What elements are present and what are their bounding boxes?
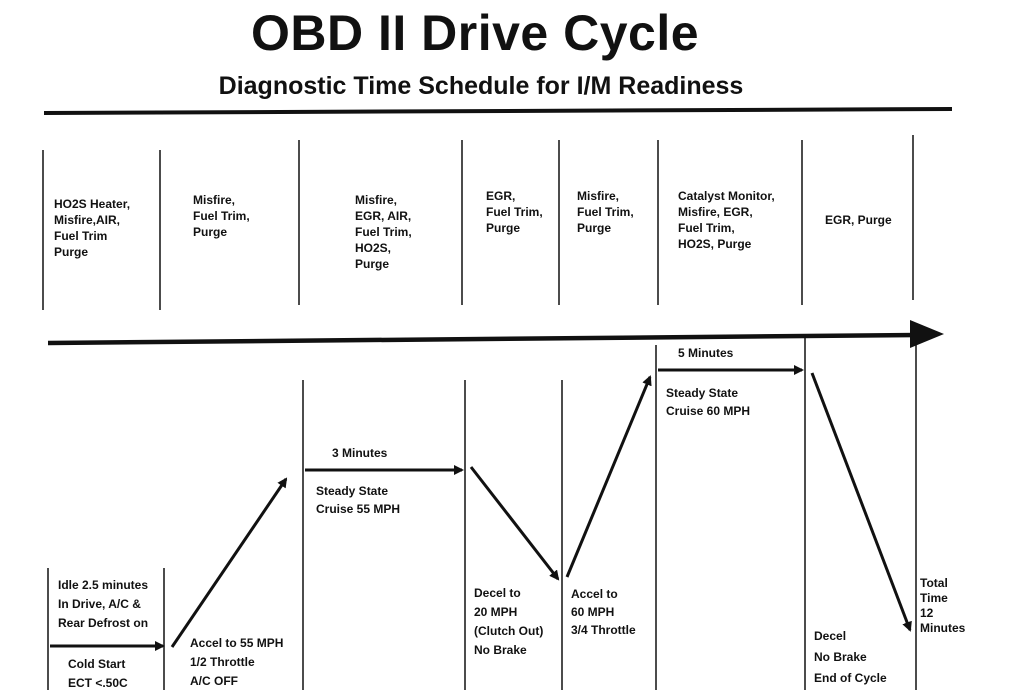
monitor-label: Misfire, Fuel Trim, Purge — [193, 193, 250, 239]
decel-20-label: Decel to 20 MPH (Clutch Out) No Brake — [474, 586, 544, 657]
monitor-label: Catalyst Monitor, Misfire, EGR, Fuel Tri… — [678, 189, 775, 251]
monitor-label: EGR, Fuel Trim, Purge — [486, 189, 543, 235]
time-3-label: 3 Minutes — [332, 446, 388, 460]
accel-60-arrow — [565, 375, 652, 578]
cold-start-label: Cold Start ECT <.50C — [68, 657, 128, 690]
monitor-label: Misfire, EGR, AIR, Fuel Trim, HO2S, Purg… — [355, 193, 412, 271]
cycle-path — [50, 365, 912, 651]
time-5-label: 5 Minutes — [678, 346, 734, 360]
phase-dividers — [47, 335, 917, 690]
timeline-line — [47, 332, 919, 346]
accel-55-label: Accel to 55 MPH 1/2 Throttle A/C OFF — [190, 636, 284, 688]
decel-20-arrow — [469, 466, 560, 581]
decel-end-arrow — [810, 372, 912, 632]
accel-55-arrow — [170, 477, 288, 648]
monitor-label: HO2S Heater, Misfire,AIR, Fuel Trim Purg… — [54, 197, 131, 259]
monitor-dividers — [42, 135, 914, 310]
monitor-label: Misfire, Fuel Trim, Purge — [577, 189, 634, 235]
monitor-label: EGR, Purge — [825, 213, 892, 227]
cruise-60-label: Steady State Cruise 60 MPH — [666, 386, 751, 418]
cruise-55-label: Steady State Cruise 55 MPH — [316, 484, 401, 516]
decel-end-label: Decel No Brake End of Cycle — [814, 629, 887, 685]
header-rule — [43, 107, 953, 115]
page-title: OBD II Drive Cycle — [250, 5, 700, 61]
total-time-label: Total Time 12 Minutes — [920, 576, 966, 635]
idle-label: Idle 2.5 minutes In Drive, A/C & Rear De… — [58, 578, 149, 630]
timeline-arrowhead — [910, 320, 944, 348]
page-subtitle: Diagnostic Time Schedule for I/M Readine… — [218, 72, 744, 100]
accel-60-label: Accel to 60 MPH 3/4 Throttle — [571, 587, 636, 637]
